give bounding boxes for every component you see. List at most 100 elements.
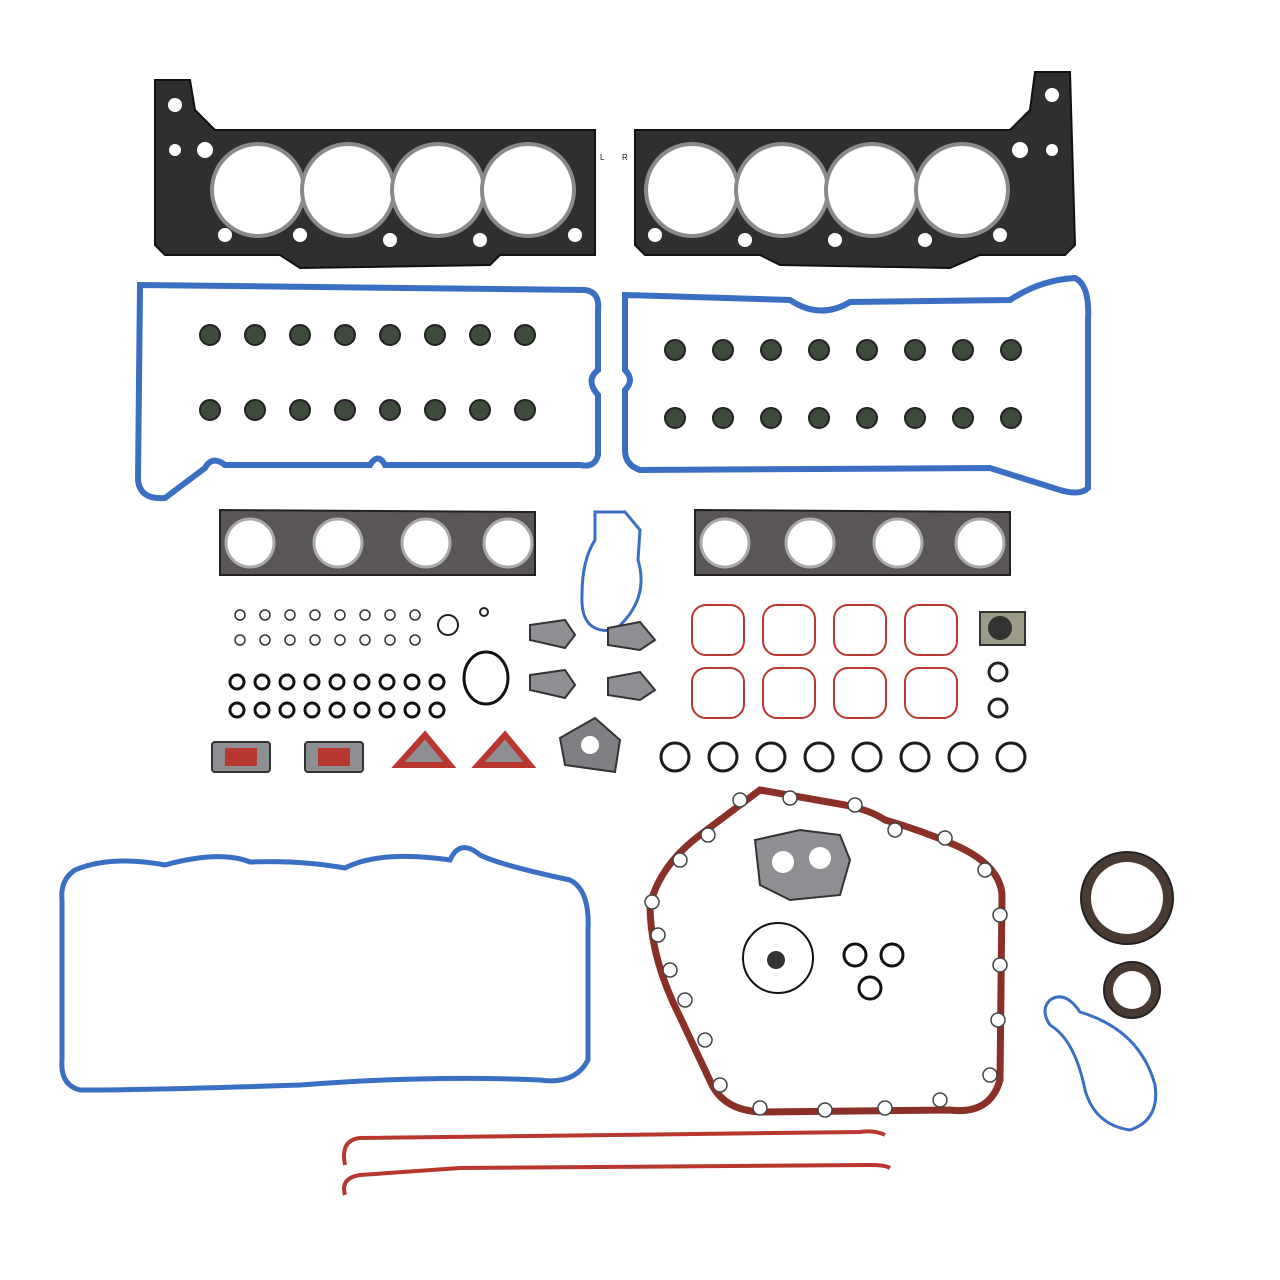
bolt-hole: [982, 1067, 998, 1083]
small-o-ring: [253, 673, 271, 691]
small-o-ring: [378, 701, 396, 719]
bolt-hole: [672, 852, 688, 868]
small-seal: [767, 951, 785, 969]
o-ring: [857, 975, 883, 1001]
small-o-ring: [234, 634, 246, 646]
bolt-hole: [700, 827, 716, 843]
valve-stem-seal: [469, 324, 491, 346]
valve-stem-seal: [244, 399, 266, 421]
small-o-ring: [359, 609, 371, 621]
bolt-hole: [644, 894, 660, 910]
exhaust-gasket-right: [694, 508, 1011, 576]
o-ring: [899, 741, 931, 773]
valve-stem-seals: [199, 324, 1022, 429]
valve-stem-seal: [244, 324, 266, 346]
valve-stem-seal: [469, 399, 491, 421]
valve-stem-seal: [334, 399, 356, 421]
valve-stem-seal: [514, 399, 536, 421]
valve-stem-seal: [760, 407, 782, 429]
exhaust-gasket-left: [219, 508, 536, 576]
egr-gaskets: [529, 618, 657, 702]
small-o-ring: [309, 634, 321, 646]
bolt-hole: [887, 822, 903, 838]
valve-cover-gasket-left: [134, 281, 602, 502]
bolt-hole: [782, 790, 798, 806]
valve-stem-seal: [664, 407, 686, 429]
o-ring: [659, 741, 691, 773]
o-ring: [479, 607, 489, 617]
bolt-hole: [677, 992, 693, 1008]
valve-stem-seal: [289, 324, 311, 346]
valve-stem-seal: [289, 399, 311, 421]
oil-pan-gasket: [59, 845, 591, 1093]
bolt-hole: [662, 962, 678, 978]
bolt-hole: [732, 792, 748, 808]
water-pump-gasket: [580, 510, 643, 633]
bolt-hole: [877, 1100, 893, 1116]
bolt-hole: [847, 797, 863, 813]
o-ring: [437, 614, 459, 636]
intake-gasket: [691, 604, 745, 656]
bolt-hole: [937, 830, 953, 846]
bolt-hole: [992, 907, 1008, 923]
small-o-rings: [228, 609, 446, 719]
small-o-ring: [309, 609, 321, 621]
valve-stem-seal: [760, 339, 782, 361]
o-ring-row: [659, 741, 1027, 773]
water-pump-gasket-small: [1043, 995, 1158, 1132]
valve-stem-seal: [199, 399, 221, 421]
pan-side-seal-2: [342, 1162, 892, 1196]
small-o-ring: [284, 609, 296, 621]
small-o-ring: [303, 701, 321, 719]
o-ring: [755, 741, 787, 773]
bolt-hole: [932, 1092, 948, 1108]
small-o-ring: [334, 634, 346, 646]
stamp-l: L: [600, 153, 605, 162]
valve-stem-seal: [379, 399, 401, 421]
small-o-ring: [353, 701, 371, 719]
small-o-ring: [378, 673, 396, 691]
valve-stem-seal: [856, 339, 878, 361]
valve-stem-seal: [664, 339, 686, 361]
small-o-ring: [278, 673, 296, 691]
valve-stem-seal: [904, 407, 926, 429]
small-o-ring: [409, 609, 421, 621]
small-o-ring: [384, 609, 396, 621]
large-o-ring: [742, 922, 814, 994]
intake-gasket: [904, 667, 958, 719]
valve-stem-seal: [424, 324, 446, 346]
valve-stem-seal: [334, 324, 356, 346]
pan-side-seal-1: [342, 1129, 886, 1166]
o-ring: [995, 741, 1027, 773]
small-o-ring: [303, 673, 321, 691]
small-o-ring: [334, 609, 346, 621]
small-o-ring: [284, 634, 296, 646]
small-o-ring: [384, 634, 396, 646]
large-o-ring: [462, 650, 510, 706]
oil-filter-adapter-gasket: [753, 828, 852, 902]
small-o-ring: [328, 701, 346, 719]
small-o-ring: [359, 634, 371, 646]
small-o-ring: [428, 701, 446, 719]
small-o-ring: [234, 609, 246, 621]
bolt-hole: [990, 1012, 1006, 1028]
timing-cover-gasket: [644, 786, 1008, 1118]
valve-stem-seal: [1000, 339, 1022, 361]
intake-manifold-gaskets: [691, 604, 958, 719]
small-o-ring: [328, 673, 346, 691]
small-o-ring: [253, 701, 271, 719]
bolt-hole: [752, 1100, 768, 1116]
small-o-ring: [428, 673, 446, 691]
intake-gasket: [691, 667, 745, 719]
valve-stem-seal: [424, 399, 446, 421]
small-o-ring: [259, 634, 271, 646]
valve-stem-seal: [1000, 407, 1022, 429]
head-gasket-right: R: [622, 71, 1077, 270]
valve-stem-seal: [379, 324, 401, 346]
o-ring: [707, 741, 739, 773]
o-ring: [987, 661, 1009, 683]
o-ring: [842, 942, 868, 968]
o-ring: [879, 942, 905, 968]
